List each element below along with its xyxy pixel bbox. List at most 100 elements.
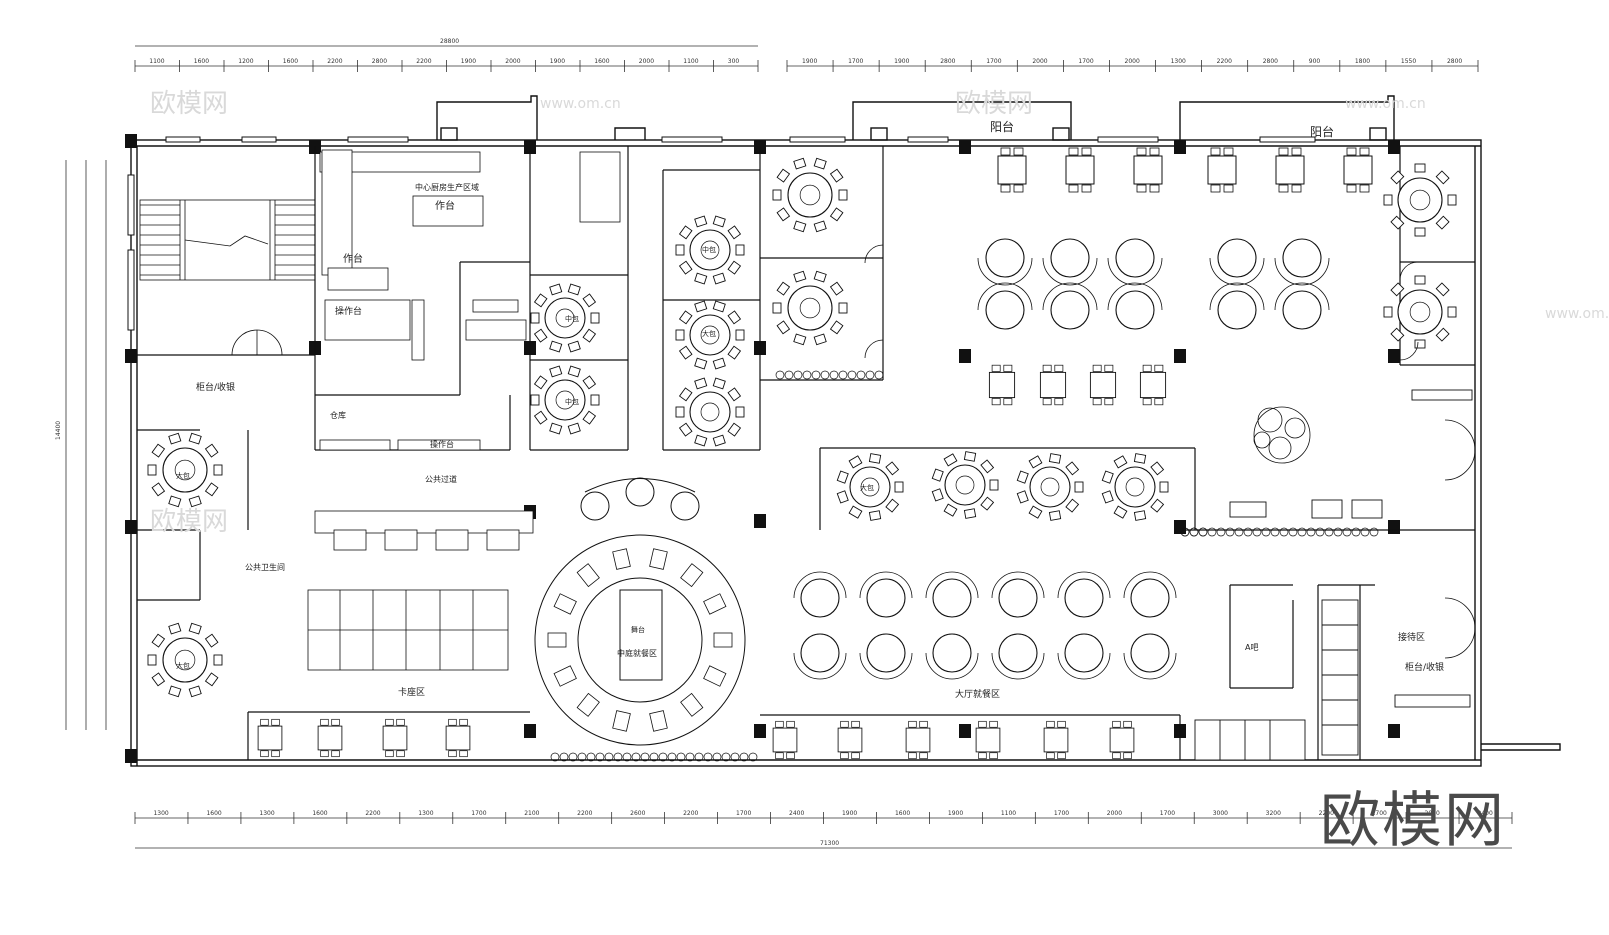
label-private-4: 中包 <box>565 397 579 406</box>
hall-table <box>925 633 979 680</box>
dimension-value: 300 <box>728 58 740 65</box>
dimension-value: 2200 <box>327 58 342 65</box>
hall-round-tables <box>793 238 1330 680</box>
center-dining-ring <box>534 477 746 746</box>
dimension-total: 28800 <box>440 38 459 45</box>
dimension-value: 2000 <box>639 58 654 65</box>
ring-seat <box>703 665 727 687</box>
hall-table <box>991 633 1045 680</box>
dimension-value: 2600 <box>630 810 645 817</box>
dimension-value: 1900 <box>461 58 476 65</box>
label-private-1: 大包 <box>176 471 190 480</box>
hall-table <box>859 633 913 680</box>
square-table <box>975 720 1001 760</box>
dimension-value: 3200 <box>1266 810 1281 817</box>
plant-decoration <box>1253 406 1311 464</box>
column <box>1388 140 1400 154</box>
dimension-value: 1700 <box>1078 58 1093 65</box>
watermark-text: www.om.cn <box>1545 306 1609 322</box>
dimension-value: 1700 <box>736 810 751 817</box>
dimension-value: 2800 <box>940 58 955 65</box>
label-booth-area: 卡座区 <box>398 686 425 698</box>
dimension-value: 1600 <box>895 810 910 817</box>
watermark-text: www.om.cn <box>1345 96 1426 112</box>
dimension-value: 1100 <box>1001 810 1016 817</box>
round-table <box>147 432 223 508</box>
square-table <box>988 364 1016 406</box>
dimension-ticks <box>134 60 1513 824</box>
round-table <box>931 451 999 519</box>
dimension-value: 2200 <box>365 810 380 817</box>
column <box>1388 349 1400 363</box>
dimension-value: 1300 <box>259 810 274 817</box>
dimension-value: 2400 <box>789 810 804 817</box>
label-private-2: 大包 <box>176 661 190 670</box>
dimension-value: 1600 <box>283 58 298 65</box>
dimension-value: 1300 <box>418 810 433 817</box>
hall-table <box>1123 633 1177 680</box>
label-private-5: 中包 <box>702 245 716 254</box>
label-work-table-2: 作台 <box>343 252 363 265</box>
column <box>1174 520 1186 534</box>
column <box>1174 349 1186 363</box>
hall-table <box>1042 282 1098 330</box>
label-central-kitchen: 中心厨房生产区域 <box>415 182 479 192</box>
watermarks: 欧模网 www.om.cn www.om.cn 欧模网 www.om.cn 欧模… <box>150 89 1609 537</box>
dimension-value: 1600 <box>594 58 609 65</box>
square-table <box>1139 364 1167 406</box>
dimension-value: 1700 <box>848 58 863 65</box>
square-table <box>905 720 931 760</box>
square-table <box>445 718 471 758</box>
label-hall-dining: 大厅就餐区 <box>955 688 1000 700</box>
hall-table <box>925 571 979 618</box>
hall-table <box>1107 238 1163 286</box>
dimension-lines <box>65 45 1512 849</box>
round-table <box>1383 163 1457 237</box>
dimension-value: 1900 <box>894 58 909 65</box>
column <box>125 749 137 763</box>
ring-seat <box>649 710 668 732</box>
label-private-7: 大包 <box>860 483 874 492</box>
column <box>1388 520 1400 534</box>
dimension-value: 1600 <box>206 810 221 817</box>
label-private-6: 大包 <box>702 329 716 338</box>
ring-seat <box>553 593 577 615</box>
column <box>754 514 766 528</box>
windows <box>127 136 1316 331</box>
column <box>524 724 536 738</box>
dimension-value: 1600 <box>194 58 209 65</box>
dimension-value: 2200 <box>1319 810 1334 817</box>
square-table <box>1207 147 1237 193</box>
column <box>125 349 137 363</box>
dimension-value: 900 <box>1309 58 1321 65</box>
interior-walls <box>137 146 1475 760</box>
dimension-value: 3000 <box>1213 810 1228 817</box>
dimension-value: 1300 <box>1171 58 1186 65</box>
dimension-value: 2100 <box>524 810 539 817</box>
ring-seat <box>576 563 600 588</box>
ring-seat <box>680 563 704 588</box>
ring-seat <box>680 692 704 717</box>
label-storage: 仓库 <box>330 410 346 420</box>
column <box>1174 140 1186 154</box>
round-table <box>675 215 745 285</box>
square-table <box>772 720 798 760</box>
round-table <box>772 270 848 346</box>
round-table <box>675 300 745 370</box>
ring-seat <box>547 632 567 648</box>
watermark-text: 欧模网 <box>150 89 228 119</box>
brand-watermark: 欧模网 <box>1320 786 1506 856</box>
dimension-value: 1100 <box>149 58 164 65</box>
private-room-tables <box>147 157 1457 698</box>
label-bar-area: A吧 <box>1245 643 1258 652</box>
label-center-dining: 中庭就餐区 <box>617 648 657 658</box>
label-prep-work: 操作台 <box>430 439 454 449</box>
hall-table <box>1274 238 1330 286</box>
label-reception: 接待区 <box>1398 631 1425 643</box>
ring-seat <box>713 632 733 648</box>
column <box>125 134 137 148</box>
hall-table <box>1209 238 1265 286</box>
hall-table <box>991 571 1045 618</box>
square-table <box>1039 364 1067 406</box>
